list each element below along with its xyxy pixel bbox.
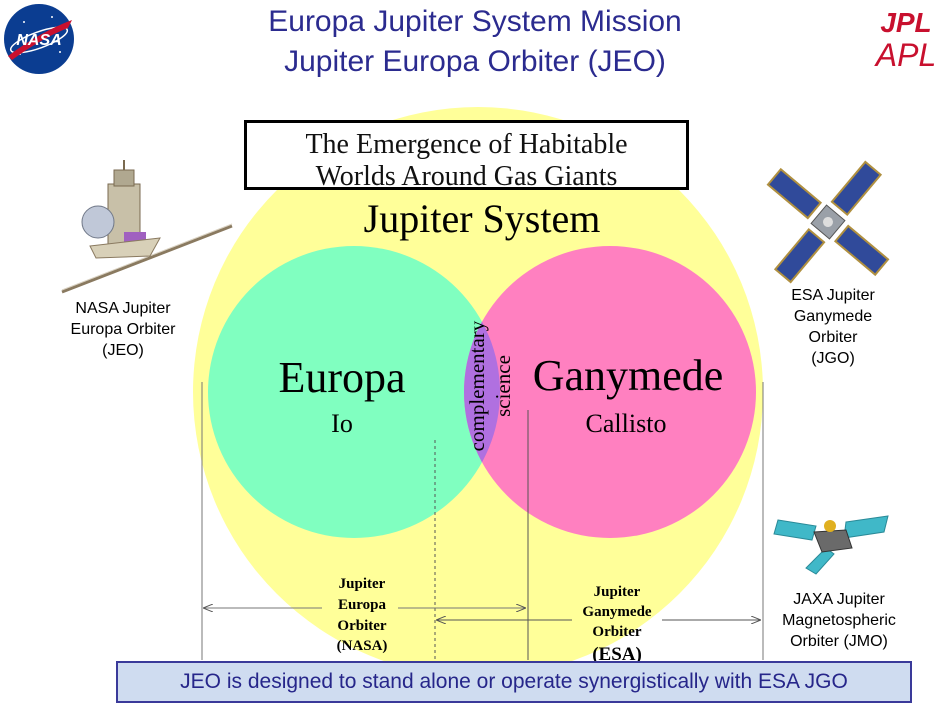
nasa-logo: NASA — [4, 4, 74, 74]
jpl-apl-logo: JPL APL — [874, 7, 936, 70]
theme-box-line2: Worlds Around Gas Giants — [315, 161, 618, 190]
ganymede-label: Ganymede — [533, 351, 724, 400]
jaxa-spacecraft-line3: Orbiter (JMO) — [790, 633, 888, 650]
nasa-spacecraft-line3: (JEO) — [102, 342, 144, 359]
esa-jgo-spacecraft-image — [766, 160, 890, 284]
page-title-line1: Europa Jupiter System Mission — [268, 5, 682, 38]
ganymede-circle — [464, 246, 756, 538]
nasa-spacecraft-label: NASA Jupiter Europa Orbiter (JEO) — [48, 298, 198, 361]
esa-orbiter-label: Jupiter Ganymede Orbiter (ESA) — [582, 584, 652, 665]
nasa-logo-text: NASA — [16, 32, 61, 49]
nasa-orbiter-label: Jupiter Europa Orbiter (NASA) — [337, 576, 388, 654]
esa-orbiter-line4: (ESA) — [592, 644, 642, 665]
esa-orbiter-line1: Jupiter — [594, 584, 641, 600]
theme-box: The Emergence of Habitable Worlds Around… — [244, 120, 689, 190]
esa-orbiter-line2: Ganymede — [582, 604, 652, 620]
jaxa-spacecraft-line1: JAXA Jupiter — [793, 591, 885, 608]
jaxa-spacecraft-line2: Magnetospheric — [782, 612, 896, 629]
jupiter-system-label: Jupiter System — [364, 196, 601, 241]
apl-logo-text: APL — [874, 37, 936, 70]
footer-banner: JEO is designed to stand alone or operat… — [116, 661, 912, 703]
jaxa-jmo-spacecraft-image — [773, 515, 889, 575]
nasa-orbiter-line4: (NASA) — [337, 638, 388, 654]
overlap-label-line2: science — [491, 355, 515, 417]
nasa-orbiter-line2: Europa — [338, 597, 387, 613]
esa-spacecraft-line1: ESA Jupiter — [791, 287, 875, 304]
nasa-jeo-spacecraft-image — [61, 160, 233, 294]
page-title-line2: Jupiter Europa Orbiter (JEO) — [284, 45, 666, 78]
europa-circle — [208, 246, 500, 538]
nasa-spacecraft-line1: NASA Jupiter — [75, 300, 171, 317]
esa-spacecraft-line2: Ganymede — [793, 308, 873, 325]
theme-box-line1: The Emergence of Habitable — [305, 129, 628, 160]
callisto-label: Callisto — [586, 409, 667, 438]
jaxa-spacecraft-label: JAXA Jupiter Magnetospheric Orbiter (JMO… — [764, 589, 914, 652]
io-label: Io — [331, 409, 353, 438]
nasa-orbiter-line1: Jupiter — [339, 576, 386, 592]
esa-spacecraft-label: ESA Jupiter Ganymede Orbiter (JGO) — [768, 285, 898, 369]
nasa-spacecraft-line2: Europa Orbiter — [70, 321, 176, 338]
esa-orbiter-line3: Orbiter — [592, 624, 641, 640]
jpl-logo-text: JPL — [880, 7, 931, 38]
esa-spacecraft-line3: Orbiter — [808, 329, 858, 346]
nasa-orbiter-line3: Orbiter — [337, 618, 386, 634]
europa-label: Europa — [278, 353, 405, 402]
esa-spacecraft-line4: (JGO) — [811, 350, 855, 367]
overlap-label-line1: complementary — [465, 320, 489, 451]
